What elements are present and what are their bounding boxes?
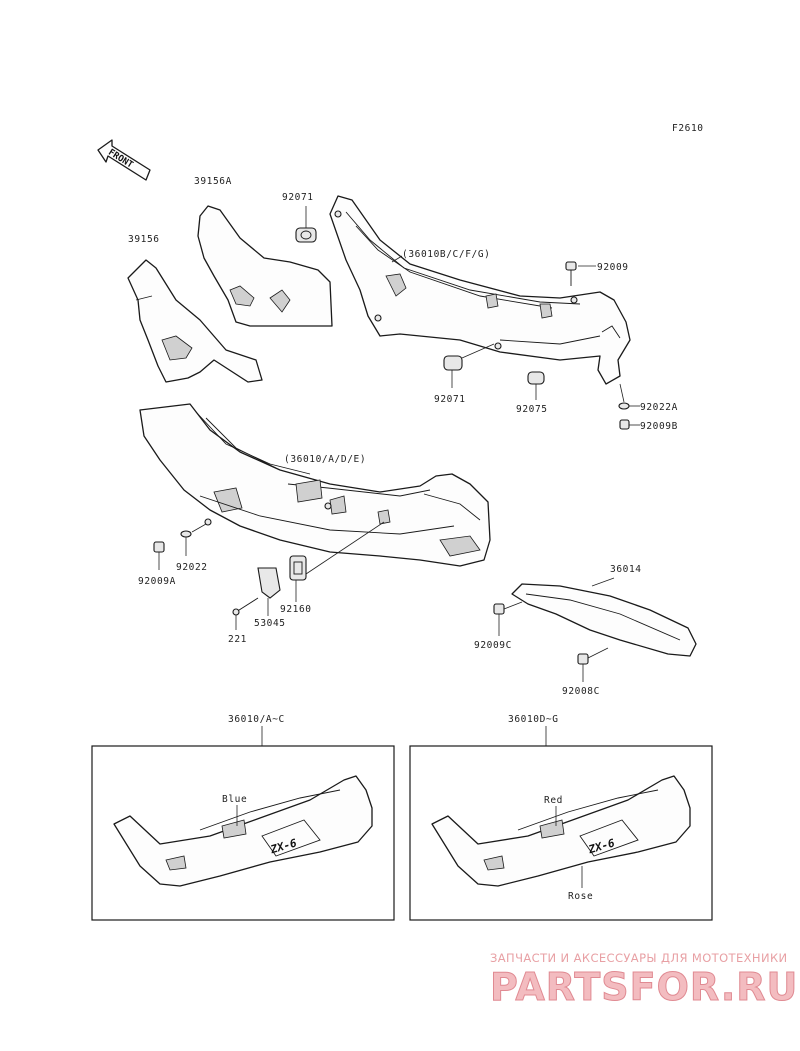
callout-36010A: (36010/A/D/E)	[284, 454, 366, 465]
callout-92160: 92160	[280, 604, 312, 615]
bolt-92009A	[153, 541, 165, 570]
front-arrow-icon: FRONT	[97, 139, 151, 181]
fairing-36010A	[139, 403, 491, 567]
callout-53045: 53045	[254, 618, 286, 629]
callout-92022A: 92022A	[640, 402, 678, 413]
variant-right-color-label-bottom: Rose	[568, 891, 593, 902]
variant-right-header: 36010D~G	[508, 714, 559, 725]
variant-left-box	[91, 745, 395, 921]
washer-92022	[180, 523, 207, 556]
callout-92022: 92022	[176, 562, 208, 573]
clip-92160	[289, 521, 385, 602]
variant-right-fairing: ZX-6	[431, 775, 691, 888]
callout-39156: 39156	[128, 234, 160, 245]
screw-221	[232, 597, 259, 630]
panel-39156	[127, 259, 263, 383]
bolt-92009C	[493, 601, 523, 636]
variant-right-box	[409, 745, 713, 921]
callout-221: 221	[228, 634, 247, 645]
variant-left-fairing: ZX-6	[113, 775, 373, 887]
callout-36010B: (36010B/C/F/G)	[402, 249, 490, 260]
callout-36014: 36014	[610, 564, 642, 575]
watermark-tagline: ЗАПЧАСТИ И АКСЕССУАРЫ ДЛЯ МОТОТЕХНИКИ	[490, 951, 788, 965]
grommet-92071-bottom	[443, 343, 495, 388]
leader-36010B	[391, 255, 403, 263]
callout-92071-top: 92071	[282, 192, 314, 203]
grommet-92075	[527, 371, 545, 400]
callout-92009A: 92009A	[138, 576, 176, 587]
variant-right-color-label-top: Red	[544, 795, 563, 806]
figure-code: F2610	[672, 123, 704, 134]
callout-92075: 92075	[516, 404, 548, 415]
variant-left-header: 36010/A~C	[228, 714, 285, 725]
callout-92009B: 92009B	[640, 421, 678, 432]
bolt-92009B	[619, 419, 640, 430]
watermark-brand: PARTSFOR.RU	[490, 965, 798, 1009]
variant-left-color-label: Blue	[222, 794, 247, 805]
callout-92009C: 92009C	[474, 640, 512, 651]
callout-92008C: 92008C	[562, 686, 600, 697]
callout-39156A: 39156A	[194, 176, 232, 187]
bolt-92008C	[577, 647, 609, 682]
panel-39156A	[197, 205, 333, 327]
fairing-36010B	[329, 195, 631, 385]
grommet-92071-top	[295, 206, 317, 243]
callout-92009: 92009	[597, 262, 629, 273]
bracket-53045	[257, 567, 281, 616]
callout-92071-bottom: 92071	[434, 394, 466, 405]
bolt-92009	[565, 261, 596, 286]
cover-36014	[511, 577, 697, 657]
washer-92022A	[618, 383, 640, 410]
